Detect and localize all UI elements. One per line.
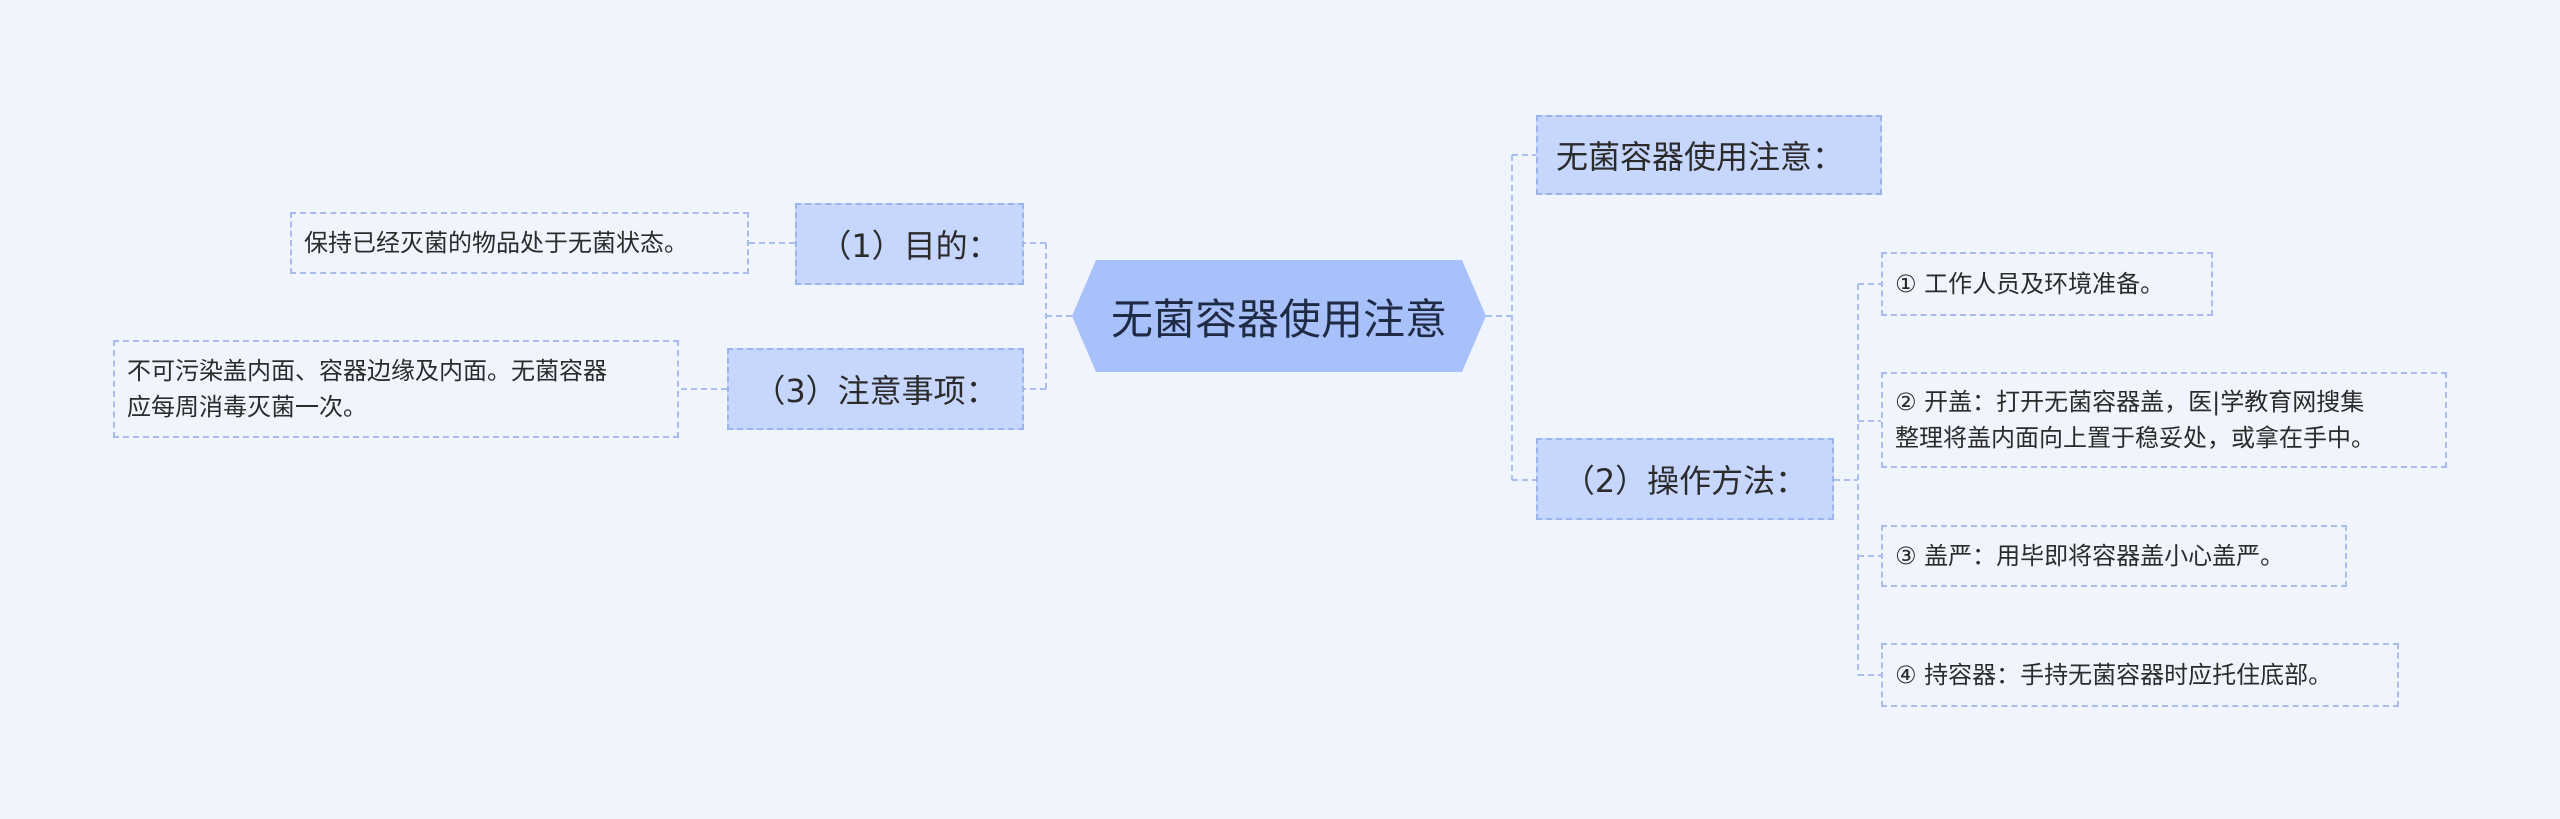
precautions-detail[interactable]: 不可污染盖内面、容器边缘及内面。无菌容器 应每周消毒灭菌一次。 bbox=[113, 340, 679, 438]
precautions-detail-line1: 不可污染盖内面、容器边缘及内面。无菌容器 bbox=[127, 357, 607, 385]
root-topic-label: 无菌容器使用注意 bbox=[1110, 294, 1447, 344]
topic-sterile-container-notes-label: 无菌容器使用注意： bbox=[1556, 138, 1845, 176]
step-3-close-lid[interactable]: ③ 盖严：用毕即将容器盖小心盖严。 bbox=[1881, 525, 2347, 587]
topic-sterile-container-notes[interactable]: 无菌容器使用注意： bbox=[1536, 115, 1882, 195]
step-2-open-lid[interactable]: ② 开盖：打开无菌容器盖，医|学教育网搜集 整理将盖内面向上置于稳妥处，或拿在手… bbox=[1881, 372, 2447, 468]
step-2-text-line2: 整理将盖内面向上置于稳妥处，或拿在手中。 bbox=[1895, 424, 2375, 452]
step-1-text: ① 工作人员及环境准备。 bbox=[1895, 270, 2165, 298]
topic-operation-method[interactable]: （2）操作方法： bbox=[1536, 438, 1834, 520]
topic-purpose[interactable]: （1）目的： bbox=[795, 203, 1024, 285]
root-hexagon-shape bbox=[1072, 260, 1486, 372]
topic-purpose-label: （1）目的： bbox=[819, 227, 1000, 265]
root-topic[interactable]: 无菌容器使用注意 bbox=[1072, 260, 1486, 372]
step-3-text: ③ 盖严：用毕即将容器盖小心盖严。 bbox=[1895, 542, 2285, 570]
purpose-detail-text: 保持已经灭菌的物品处于无菌状态。 bbox=[304, 229, 688, 257]
step-1-prepare[interactable]: ① 工作人员及环境准备。 bbox=[1881, 252, 2213, 316]
step-2-text-line1: ② 开盖：打开无菌容器盖，医|学教育网搜集 bbox=[1895, 388, 2365, 416]
topic-precautions-label: （3）注意事项： bbox=[753, 372, 998, 410]
step-4-hold-container[interactable]: ④ 持容器：手持无菌容器时应托住底部。 bbox=[1881, 643, 2399, 707]
topic-precautions[interactable]: （3）注意事项： bbox=[727, 348, 1024, 430]
step-4-text: ④ 持容器：手持无菌容器时应托住底部。 bbox=[1895, 661, 2333, 689]
topic-operation-method-label: （2）操作方法： bbox=[1562, 462, 1808, 500]
purpose-detail[interactable]: 保持已经灭菌的物品处于无菌状态。 bbox=[290, 212, 749, 274]
precautions-detail-line2: 应每周消毒灭菌一次。 bbox=[127, 393, 367, 421]
